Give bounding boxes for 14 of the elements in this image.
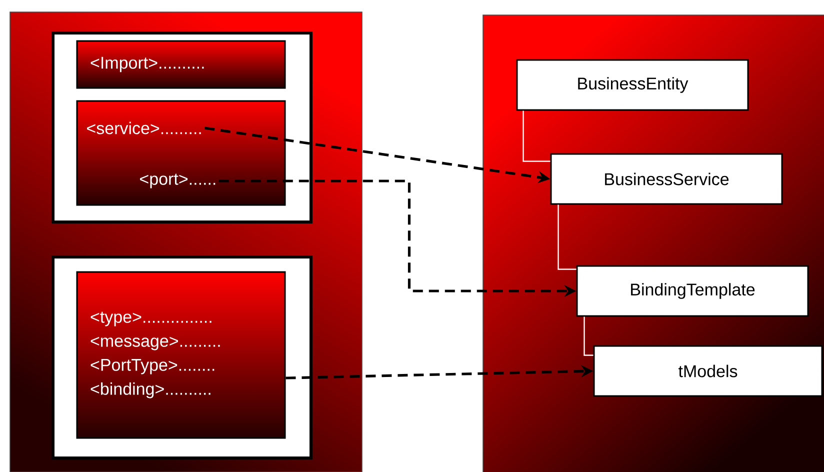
code-box xyxy=(76,100,286,206)
entity-box: BindingTemplate xyxy=(576,265,809,317)
code-box: <type>............... <message>......... <PortType>........ <binding>.......... xyxy=(76,271,286,439)
code-text: <service>......... xyxy=(87,122,201,134)
connector-line xyxy=(522,110,550,162)
connector-line xyxy=(558,204,576,270)
panel xyxy=(10,12,362,472)
panel xyxy=(482,14,824,472)
entity-box: tModels xyxy=(593,345,823,397)
entity-box: BusinessService xyxy=(550,153,783,205)
code-box: <Import>.......... xyxy=(76,40,286,89)
connector-line xyxy=(584,316,594,356)
code-text: <port>...... xyxy=(140,174,216,188)
entity-box: BusinessEntity xyxy=(516,59,749,111)
